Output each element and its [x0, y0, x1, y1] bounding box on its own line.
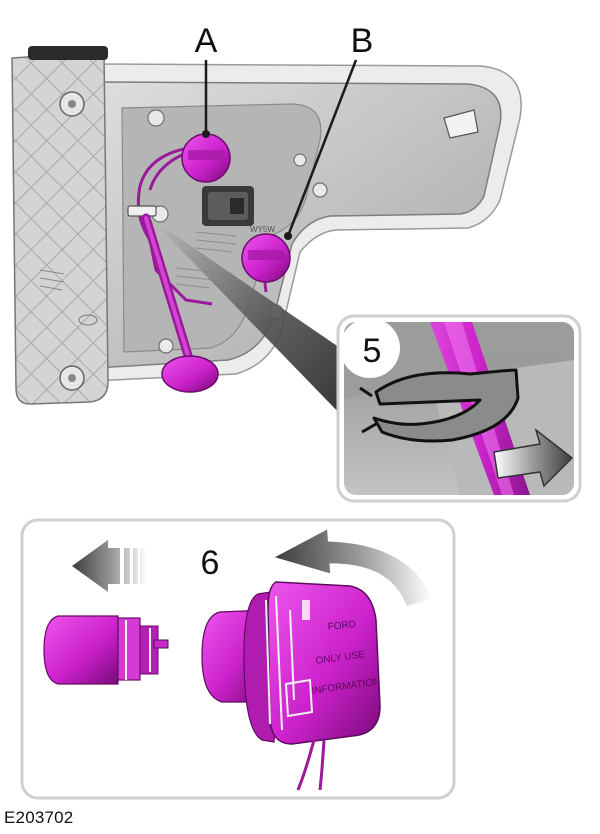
step-6-number: 6 — [201, 544, 220, 582]
detail-panel-step-5 — [336, 314, 582, 503]
step-5-number: 5 — [363, 332, 382, 370]
socket-print-line-1: FORD — [327, 619, 356, 633]
harness-grommet — [161, 355, 219, 393]
detail-panel-step-6: FORD ONLY USE INFORMATION — [20, 518, 456, 800]
bracket-top-cap — [28, 46, 108, 60]
callout-b: B — [351, 22, 374, 60]
pull-out-arrow — [72, 540, 146, 592]
step-5-badge — [340, 318, 400, 378]
bulb-socket-a — [181, 130, 231, 183]
bulb-socket-removed — [201, 581, 381, 745]
zoom-harness-clip — [372, 368, 520, 443]
housing-bulb-spec-label: WY5W — [250, 225, 275, 234]
bulb-socket-b — [241, 232, 292, 283]
upper-right-clip — [443, 109, 479, 139]
release-direction-arrow — [493, 427, 574, 488]
twist-counterclockwise-arrow — [274, 529, 433, 607]
zoom-projection-cone — [150, 218, 346, 420]
bracket-printed-marks — [39, 269, 65, 291]
harness-clip — [127, 205, 157, 217]
electrical-connector — [202, 186, 254, 226]
leader-line-b — [286, 59, 358, 237]
figure-reference-code: E203702 — [4, 808, 74, 827]
callout-a: A — [195, 22, 218, 60]
brand-oval — [78, 314, 98, 326]
socket-wires — [296, 739, 326, 791]
tail-lamp-housing: WY5W — [11, 46, 522, 405]
wedge-bulb — [43, 615, 169, 685]
